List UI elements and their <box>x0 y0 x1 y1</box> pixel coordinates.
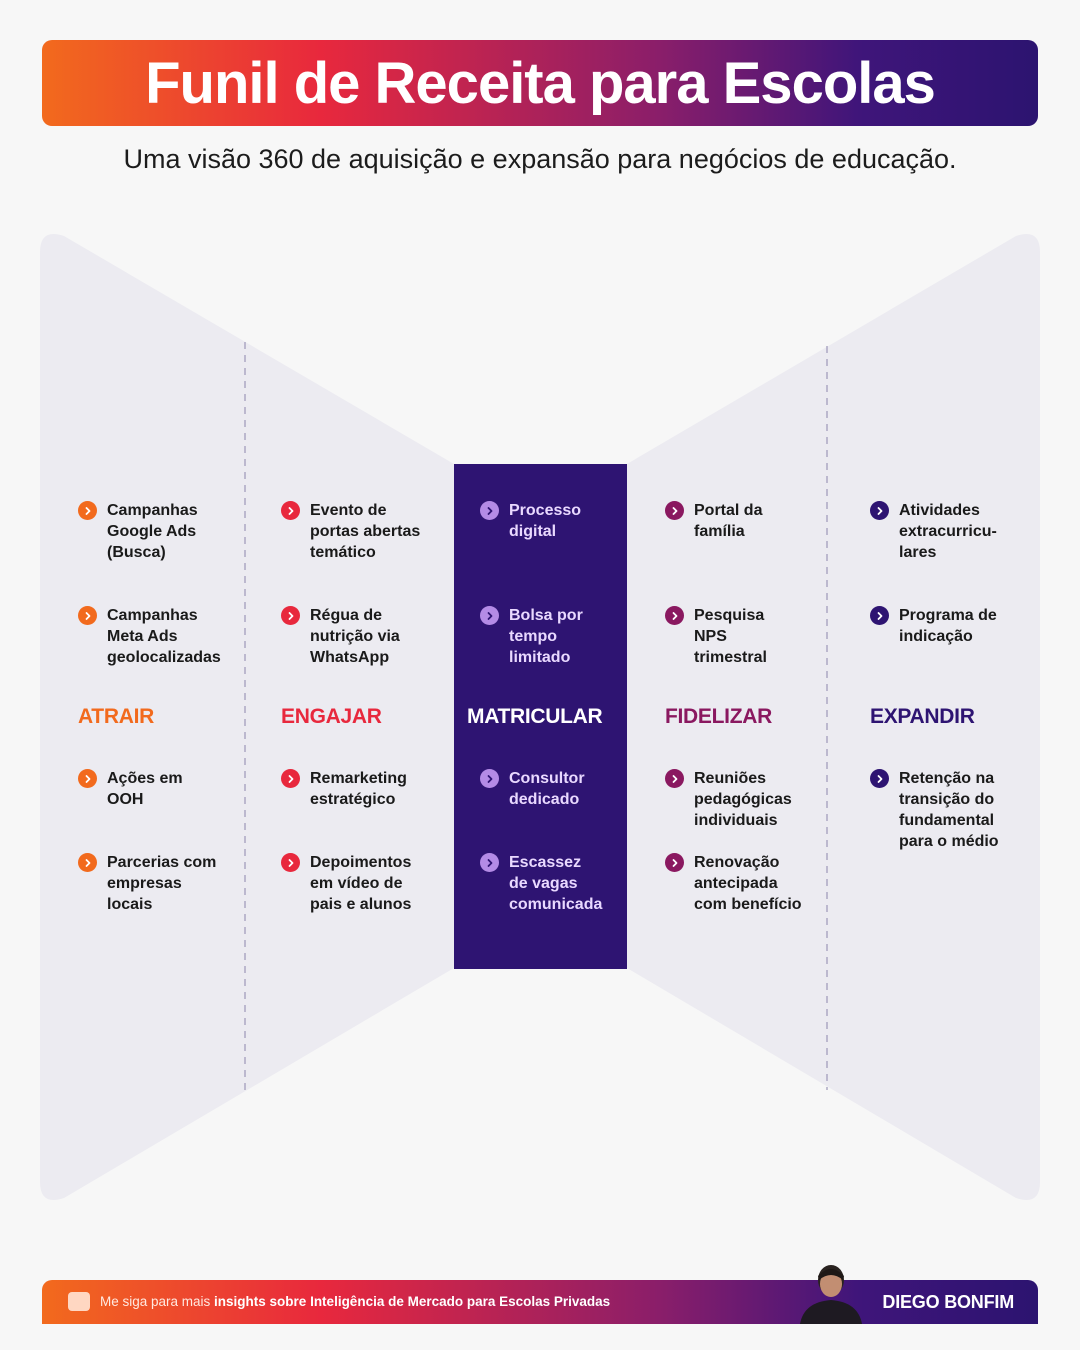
stage-item: Reuniões pedagógicas individuais <box>665 768 840 831</box>
stage-item-text: Régua de nutrição via WhatsApp <box>310 607 400 666</box>
stage-item: Renovação antecipada com benefício <box>665 852 840 915</box>
stage-item-text: Remarketing estratégico <box>310 770 407 808</box>
chevron-right-icon <box>78 853 97 872</box>
chevron-right-icon <box>78 769 97 788</box>
stage-item-text: Portal da família <box>694 502 763 540</box>
avatar <box>800 1265 862 1324</box>
stage-item: Campanhas Google Ads (Busca) <box>78 500 253 563</box>
chevron-right-icon <box>665 769 684 788</box>
footer-text-prefix: Me siga para mais <box>100 1294 215 1309</box>
chevron-right-icon <box>281 853 300 872</box>
stage-label-fidelizar: FIDELIZAR <box>665 705 772 728</box>
funnel-right-wing <box>627 234 1040 1200</box>
chevron-right-icon <box>870 501 889 520</box>
stage-item: Bolsa por tempo limitado <box>480 605 655 668</box>
stage-label-expandir: EXPANDIR <box>870 705 975 728</box>
stage-item-text: Ações em OOH <box>107 770 183 808</box>
chevron-right-icon <box>870 769 889 788</box>
stage-label-matricular: MATRICULAR <box>467 705 603 728</box>
stage-item: Consultor dedicado <box>480 768 655 810</box>
stage-item: Campanhas Meta Ads geolocalizadas <box>78 605 253 668</box>
stage-label-atrair: ATRAIR <box>78 705 154 728</box>
author-name: DIEGO BONFIM <box>882 1292 1014 1312</box>
chevron-right-icon <box>480 606 499 625</box>
chevron-right-icon <box>480 769 499 788</box>
chevron-right-icon <box>281 501 300 520</box>
page-subtitle: Uma visão 360 de aquisição e expansão pa… <box>123 144 957 174</box>
stage-item-text: Retenção na transição do fundamental par… <box>899 770 999 850</box>
chevron-right-icon <box>665 853 684 872</box>
stage-item-text: Pesquisa NPS trimestral <box>694 607 767 666</box>
stage-item: Atividades extracurricu- lares <box>870 500 1045 563</box>
stage-item: Depoimentos em vídeo de pais e alunos <box>281 852 456 915</box>
stage-item-text: Parcerias com empresas locais <box>107 854 217 913</box>
funnel-left-wing <box>40 234 454 1200</box>
follow-icon <box>68 1292 90 1311</box>
stage-item: Evento de portas abertas temático <box>281 500 456 563</box>
stage-item-text: Escassez de vagas comunicada <box>509 854 603 913</box>
stage-item: Programa de indicação <box>870 605 1045 647</box>
stage-item: Processo digital <box>480 500 655 542</box>
stage-item: Pesquisa NPS trimestral <box>665 605 840 668</box>
chevron-right-icon <box>281 606 300 625</box>
stage-item-text: Reuniões pedagógicas individuais <box>694 770 792 829</box>
stage-item: Portal da família <box>665 500 840 542</box>
footer-text-bold: insights sobre Inteligência de Mercado p… <box>214 1294 611 1309</box>
stage-item-text: Depoimentos em vídeo de pais e alunos <box>310 854 412 913</box>
stage-item-text: Campanhas Meta Ads geolocalizadas <box>107 607 221 666</box>
stage-item-text: Evento de portas abertas temático <box>310 502 421 561</box>
stage-item: Ações em OOH <box>78 768 253 810</box>
footer-text: Me siga para mais insights sobre Intelig… <box>100 1294 610 1309</box>
stage-item: Retenção na transição do fundamental par… <box>870 768 1045 852</box>
chevron-right-icon <box>281 769 300 788</box>
stage-item: Escassez de vagas comunicada <box>480 852 655 915</box>
stage-item: Régua de nutrição via WhatsApp <box>281 605 456 668</box>
chevron-right-icon <box>870 606 889 625</box>
stage-item-text: Renovação antecipada com benefício <box>694 854 802 913</box>
stage-item-text: Processo digital <box>509 502 582 540</box>
stage-item-text: Bolsa por tempo limitado <box>509 607 583 666</box>
stage-item: Parcerias com empresas locais <box>78 852 253 915</box>
footer-bar: Me siga para mais insights sobre Intelig… <box>42 1280 1038 1324</box>
stage-item-text: Consultor dedicado <box>509 770 585 808</box>
title-bar: Funil de Receita para Escolas <box>42 40 1038 126</box>
page-title: Funil de Receita para Escolas <box>145 50 936 116</box>
chevron-right-icon <box>665 501 684 520</box>
stage-item-text: Programa de indicação <box>899 607 997 645</box>
stage-item-text: Atividades extracurricu- lares <box>899 502 997 561</box>
stage-item-text: Campanhas Google Ads (Busca) <box>107 502 198 561</box>
stage-label-engajar: ENGAJAR <box>281 705 382 728</box>
chevron-right-icon <box>78 501 97 520</box>
funnel-center <box>454 464 627 969</box>
stage-item: Remarketing estratégico <box>281 768 456 810</box>
chevron-right-icon <box>78 606 97 625</box>
chevron-right-icon <box>480 501 499 520</box>
chevron-right-icon <box>480 853 499 872</box>
chevron-right-icon <box>665 606 684 625</box>
